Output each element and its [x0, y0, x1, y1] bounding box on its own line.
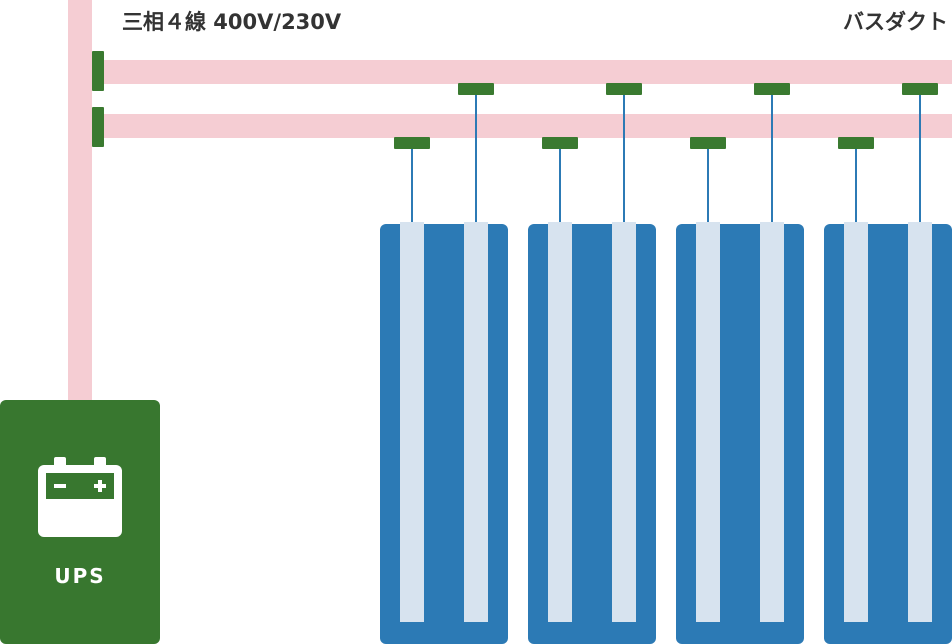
ups-unit: UPS [0, 400, 160, 644]
pdu-strip [548, 222, 572, 622]
pdu-strip [400, 222, 424, 622]
tap-off-box [394, 137, 430, 149]
feed-cable [623, 94, 625, 222]
pdu-strip [760, 222, 784, 622]
tap-off-box [606, 83, 642, 95]
junction-upper [92, 51, 104, 91]
riser-busduct [68, 0, 92, 402]
busduct-label: バスダクト [843, 10, 948, 34]
feed-cable [707, 148, 709, 222]
feed-cable [559, 148, 561, 222]
feed-cable [475, 94, 477, 222]
feed-cable [919, 94, 921, 222]
pdu-strip [844, 222, 868, 622]
feed-cable [411, 148, 413, 222]
junction-lower [92, 107, 104, 147]
voltage-label: 三相４線 400V/230V [122, 10, 342, 34]
tap-off-box [838, 137, 874, 149]
tap-off-box [754, 83, 790, 95]
busduct-lower [92, 114, 952, 138]
battery-icon [38, 457, 122, 537]
tap-off-box [690, 137, 726, 149]
tap-off-box [542, 137, 578, 149]
tap-off-box [458, 83, 494, 95]
busduct-upper [92, 60, 952, 84]
tap-off-box [902, 83, 938, 95]
pdu-strip [696, 222, 720, 622]
pdu-strip [908, 222, 932, 622]
feed-cable [855, 148, 857, 222]
feed-cable [771, 94, 773, 222]
ups-label: UPS [54, 564, 106, 588]
pdu-strip [464, 222, 488, 622]
pdu-strip [612, 222, 636, 622]
